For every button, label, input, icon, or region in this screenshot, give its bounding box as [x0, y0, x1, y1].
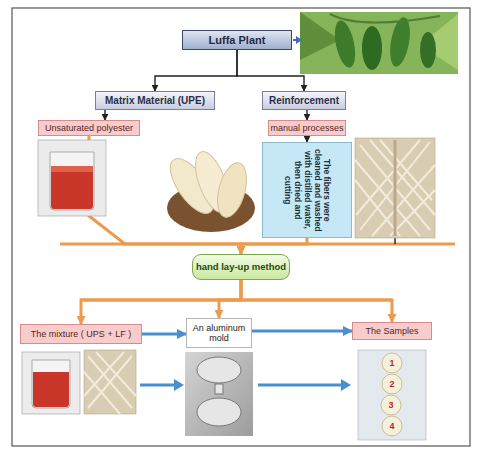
node-text: Matrix Material (UPE) [105, 95, 205, 107]
note-box: The fibers were cleaned and washed with … [262, 142, 352, 238]
node-text: hand lay-up method [196, 262, 286, 273]
callout-number: 4 [385, 422, 399, 431]
category-box: Reinforcement [262, 91, 346, 110]
connector-arrow [306, 110, 307, 120]
material-box: Unsaturated polyester [38, 120, 140, 136]
node-text: The Samples [365, 326, 418, 336]
flow-arrow [258, 384, 343, 387]
samples-box: The Samples [352, 322, 432, 340]
resin-beaker-photo [38, 140, 106, 216]
node-text: An aluminum mold [187, 323, 251, 344]
connector-arrow [237, 50, 304, 91]
fibre-photo [355, 138, 435, 238]
connector-arrow [241, 238, 307, 254]
node-text: Luffa Plant [209, 34, 266, 47]
mixture-box: The mixture ( UPS + LF ) [20, 324, 142, 344]
callout-number: 1 [385, 359, 399, 368]
node-text: Reinforcement [269, 95, 339, 107]
method-box: hand lay-up method [192, 254, 290, 280]
plant-photo [300, 12, 458, 74]
node-text: Unsaturated polyester [45, 123, 133, 133]
pointer-arrow-head [296, 36, 302, 44]
connector-arrow [219, 280, 241, 318]
node-text: The mixture ( UPS + LF ) [31, 329, 131, 339]
mold-box: An aluminum mold [186, 318, 252, 348]
connector-arrow [241, 280, 392, 322]
process-box: manual processes [268, 120, 346, 136]
connector-arrow [155, 50, 237, 91]
outer-border [12, 8, 470, 446]
sponge-photo [162, 147, 257, 236]
leader-line [394, 238, 395, 244]
callout-number: 2 [385, 380, 399, 389]
mold-photo [185, 352, 253, 436]
flow-arrow [140, 384, 176, 387]
samples-photo [358, 350, 426, 440]
flow-arrow-head [341, 379, 351, 391]
category-box: Matrix Material (UPE) [95, 91, 215, 110]
node-text: The fibers were cleaned and washed with … [283, 147, 332, 233]
flow-arrow-head [174, 379, 184, 391]
source-box: Luffa Plant [182, 30, 292, 50]
connector-arrow [252, 330, 352, 333]
mixture-photo [22, 350, 136, 414]
node-text: manual processes [270, 123, 343, 133]
connector-arrow [142, 333, 186, 336]
callout-number: 3 [384, 401, 398, 410]
connector-arrow [104, 110, 105, 120]
